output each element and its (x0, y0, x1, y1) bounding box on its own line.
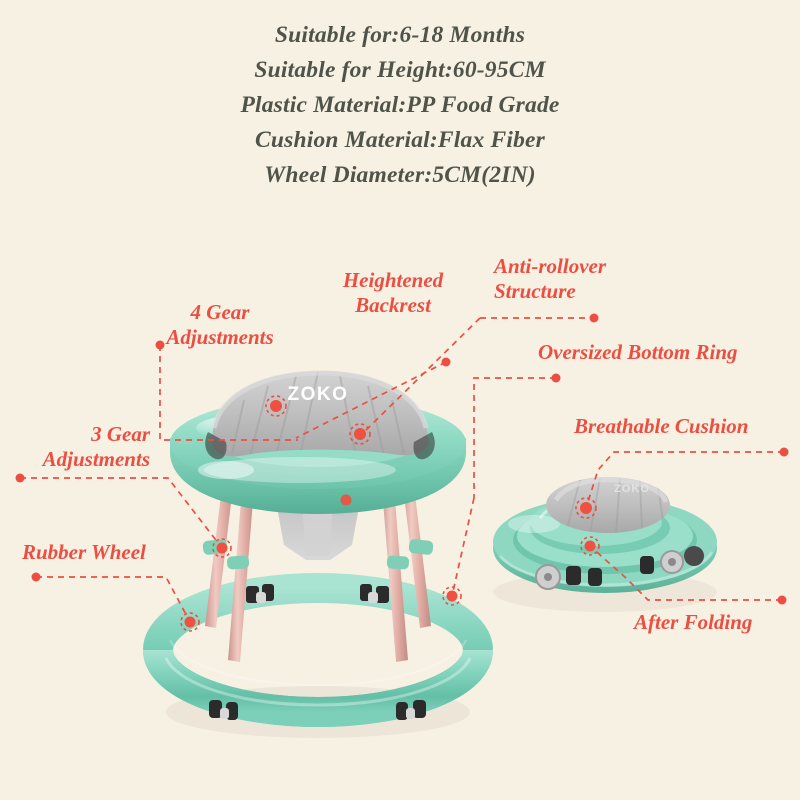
annotation-heightened-backrest-line1: Heightened (342, 268, 444, 292)
annotation-after-folding: After Folding (634, 610, 752, 635)
leader-cushion (585, 451, 784, 509)
annotation-4-gear-adjustments: 4 Gear Adjustments (140, 300, 300, 350)
folded-walker-brand: ZOKO (614, 483, 650, 495)
leader-afterfolding (589, 545, 782, 601)
leader-bottomring-a (473, 377, 556, 498)
annotation-anti-rollover-structure-line1: Anti-rollover (494, 254, 607, 278)
annotation-3-gear-adjustments-line2: Adjustments (42, 447, 150, 471)
annotation-4-gear-adjustments-line2: Adjustments (166, 325, 274, 349)
annotation-4-gear-adjustments-line1: 4 Gear (190, 300, 250, 324)
leader-gear4 (159, 345, 298, 441)
leader-endpoint-dots (15, 313, 789, 605)
annotation-after-folding-line1: After Folding (634, 610, 753, 634)
leader-bottomring-b (451, 497, 475, 597)
main-walker-brand: ZOKO (288, 384, 349, 405)
annotation-rubber-wheel-line1: Rubber Wheel (22, 540, 146, 564)
annotation-anti-rollover-structure-line2: Structure (494, 279, 576, 303)
spec-line-5: Wheel Diameter:5CM(2IN) (264, 162, 536, 188)
annotation-oversized-bottom-ring: Oversized Bottom Ring (538, 340, 738, 365)
feature-target-markers (180, 395, 600, 632)
folded-walker-illustration: ZOKO (493, 477, 717, 612)
annotation-3-gear-adjustments-line1: 3 Gear (91, 422, 150, 446)
leader-lines (20, 317, 784, 623)
annotation-anti-rollover-structure: Anti-rollover Structure (494, 254, 674, 304)
spec-line-3: Plastic Material:PP Food Grade (240, 92, 560, 118)
spec-line-1: Suitable for:6-18 Months (274, 22, 526, 48)
annotation-heightened-backrest-line2: Backrest (355, 293, 431, 317)
spec-list: Suitable for:6-18 Months Suitable for He… (0, 18, 800, 193)
spec-line-4: Cushion Material:Flax Fiber (254, 127, 546, 153)
spec-line-2: Suitable for Height:60-95CM (254, 57, 546, 83)
annotation-breathable-cushion: Breathable Cushion (574, 414, 748, 439)
leader-gear3 (20, 477, 223, 549)
annotation-heightened-backrest: Heightened Backrest (318, 268, 468, 318)
main-walker-illustration: ZOKO (143, 370, 493, 738)
leader-antirollover-d (361, 317, 481, 435)
annotation-3-gear-adjustments: 3 Gear Adjustments (0, 422, 150, 472)
annotation-oversized-bottom-ring-line1: Oversized Bottom Ring (538, 340, 738, 364)
annotation-rubber-wheel: Rubber Wheel (22, 540, 146, 565)
annotation-breathable-cushion-line1: Breathable Cushion (574, 414, 749, 438)
